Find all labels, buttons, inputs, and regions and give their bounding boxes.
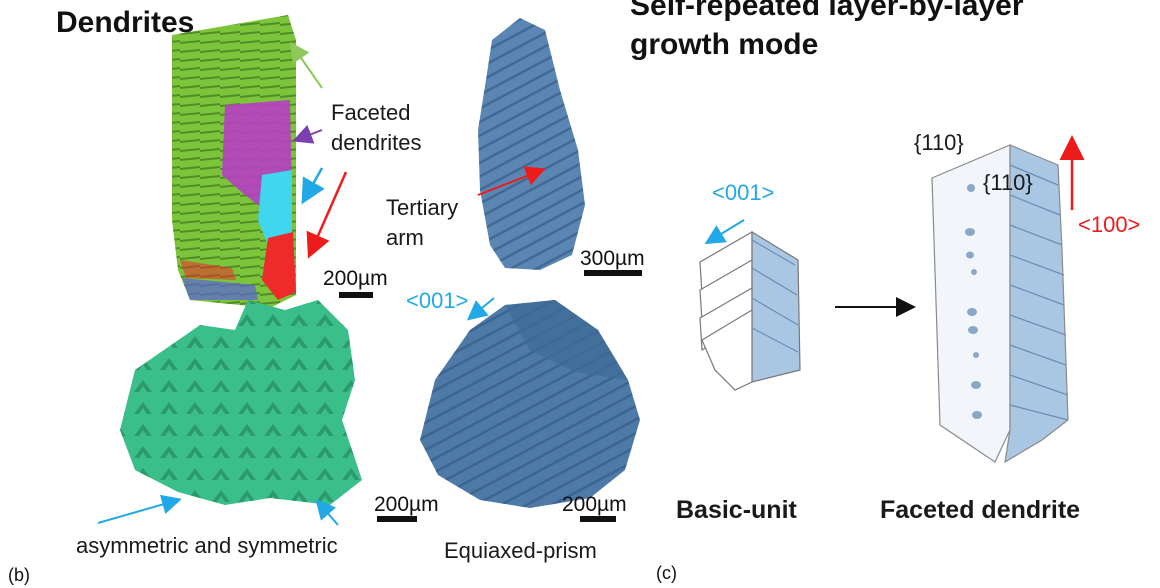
arrow-asymmetric xyxy=(97,494,182,524)
growth-mode-title: Self-repeated layer-by-layer growth mode xyxy=(630,0,1024,61)
teal-dendrite-cluster xyxy=(120,300,362,505)
arrow-green xyxy=(289,41,323,89)
scale-bar-blue-top xyxy=(584,270,642,276)
dendrites-title: Dendrites xyxy=(56,6,195,39)
scale-label-prism-right: 200µm xyxy=(562,493,627,516)
panel-label-c: (c) xyxy=(656,563,677,583)
tertiary-arm-label: Tertiary arm xyxy=(386,195,459,250)
faceted-dendrites-label: Faceted dendrites xyxy=(331,100,422,155)
arrow-purple xyxy=(292,124,323,144)
faceted-dendrite-label: Faceted dendrite xyxy=(880,496,1081,524)
asymmetric-symmetric-label: asymmetric and symmetric xyxy=(76,533,338,558)
scale-label-blue-top: 300µm xyxy=(580,247,645,270)
scale-label-prism-left: 200µm xyxy=(374,493,439,516)
arrow-001-basic xyxy=(704,219,745,245)
panel-label-b: (b) xyxy=(8,565,30,585)
scale-bar-prism-left xyxy=(377,516,417,522)
arrow-red-growth xyxy=(306,171,348,259)
faceted-dendrite-model xyxy=(931,144,1069,464)
arrow-tertiary xyxy=(477,166,546,196)
green-faceted-dendrite xyxy=(172,15,296,308)
blue-equiaxed-prism xyxy=(420,300,640,508)
direction-100-label: <100> xyxy=(1078,212,1141,237)
arrow-001-prism xyxy=(466,297,495,321)
basic-unit-label: Basic-unit xyxy=(676,496,797,524)
scale-bar-prism-right xyxy=(580,516,616,522)
scale-label-green: 200µm xyxy=(323,267,388,290)
direction-001-prism-label: <001> xyxy=(406,288,469,313)
equiaxed-prism-label: Equiaxed-prism xyxy=(444,538,597,563)
plane-110-top-label: {110} xyxy=(914,130,964,155)
scale-bar-green xyxy=(339,292,373,298)
direction-001-basic-label: <001> xyxy=(712,180,775,205)
arrow-symmetric xyxy=(315,498,339,526)
plane-110-side-label: {110} xyxy=(983,170,1033,195)
arrow-blue-cyan xyxy=(301,167,325,205)
blue-tertiary-dendrite xyxy=(478,18,585,270)
basic-unit-model xyxy=(699,230,801,391)
